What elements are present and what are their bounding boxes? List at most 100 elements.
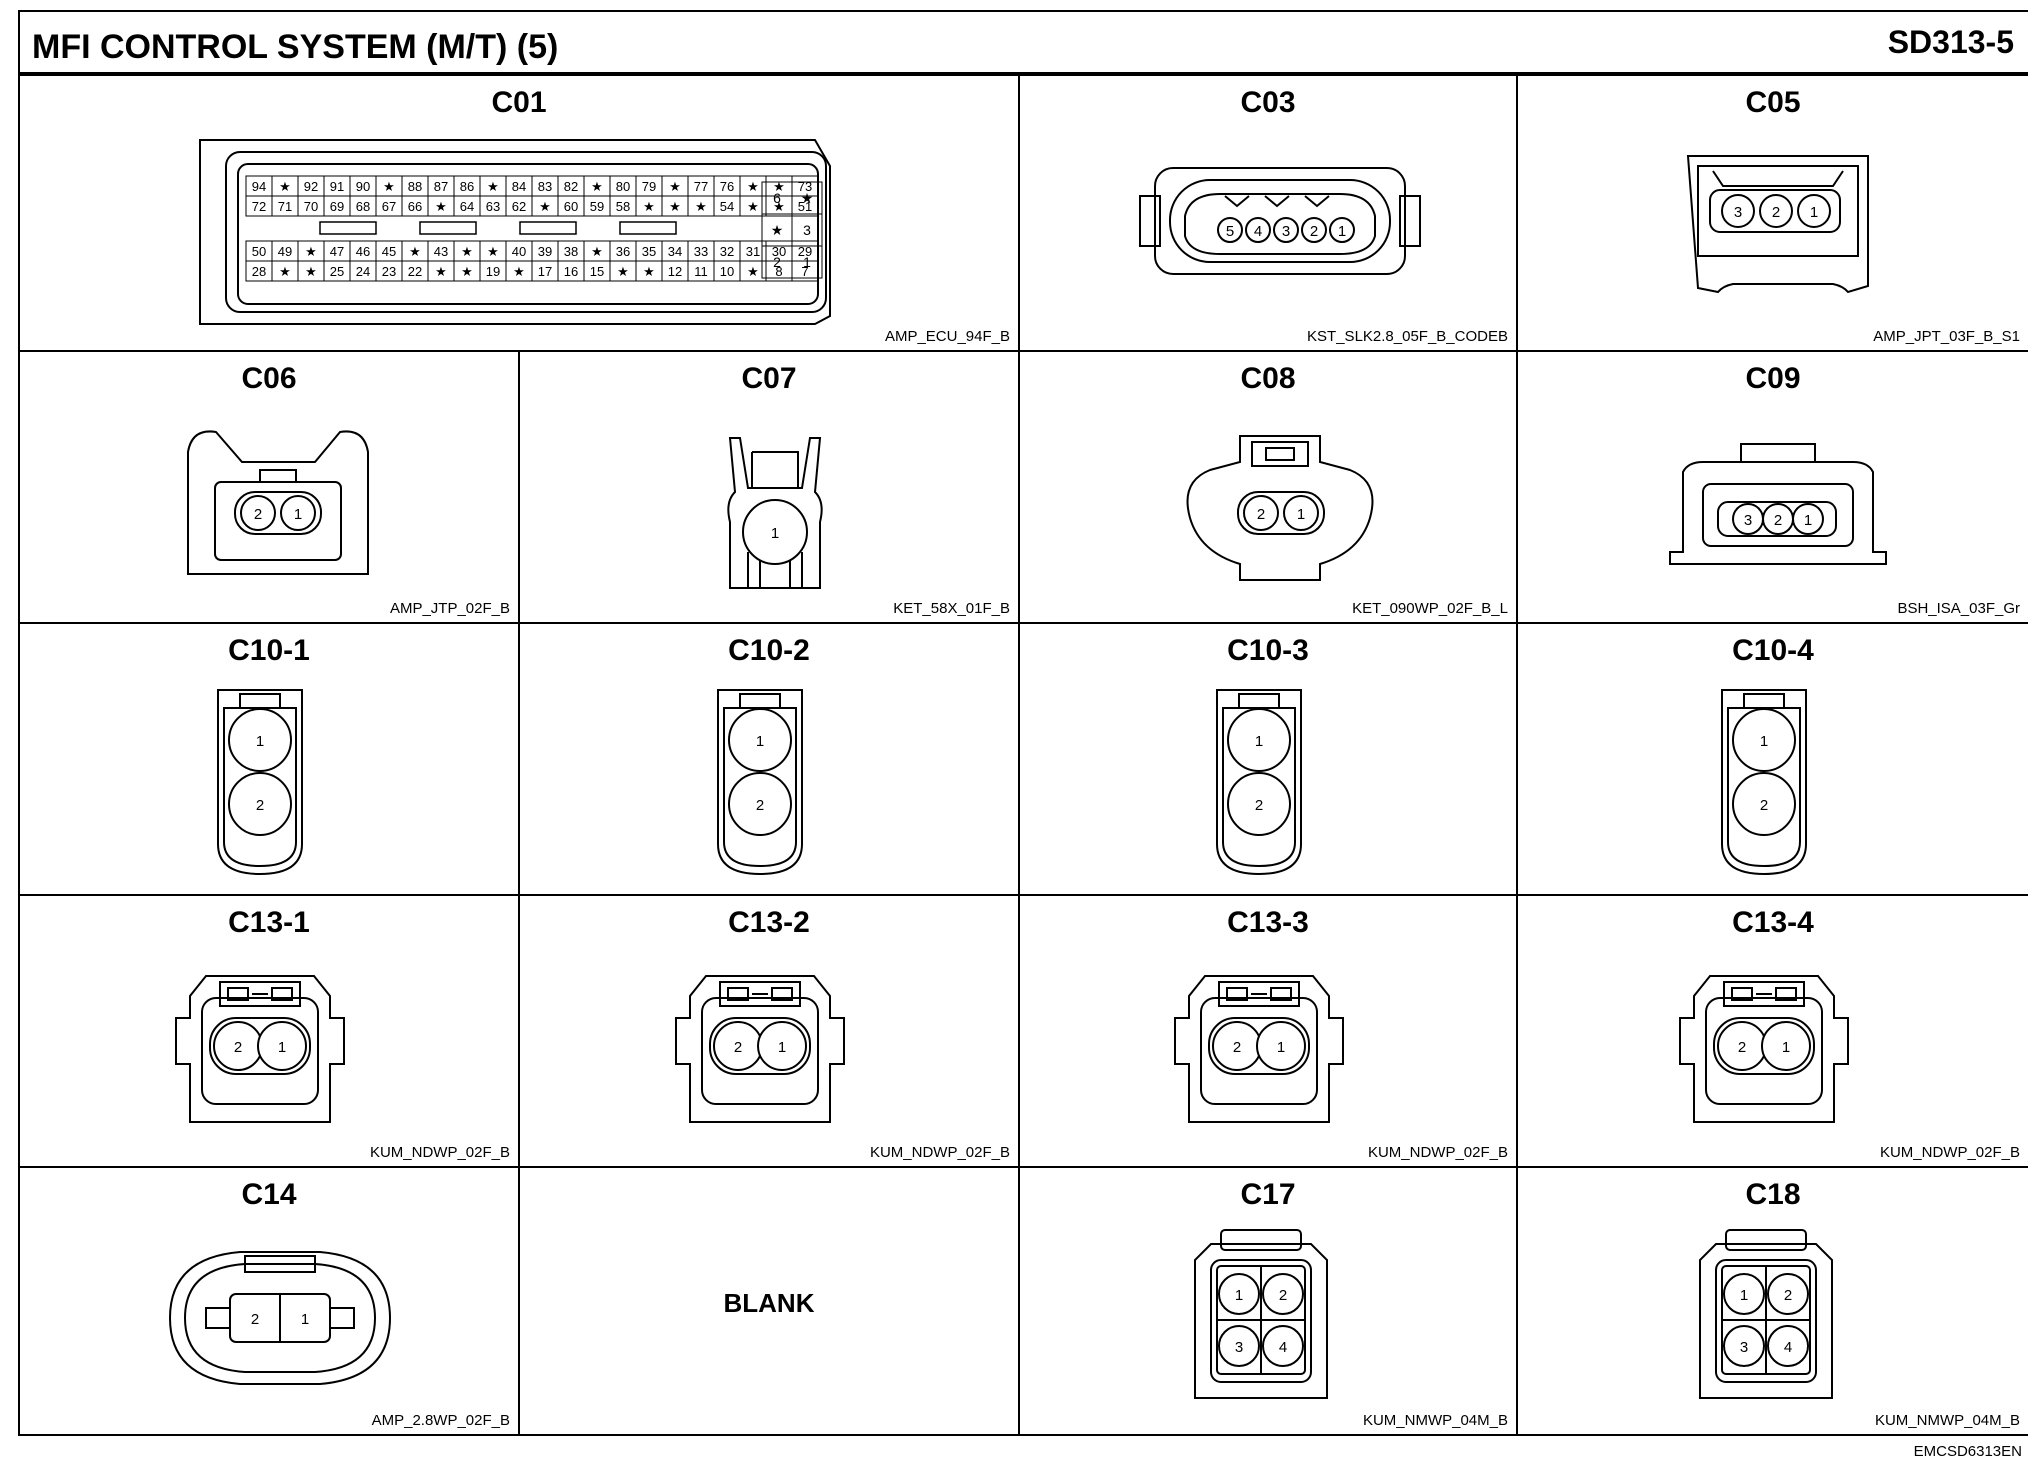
part-number: KUM_NDWP_02F_B: [369, 1144, 510, 1161]
connector-label: C07: [741, 362, 797, 395]
pin-label: 2: [1774, 512, 1782, 529]
connector-label: C13-1: [228, 906, 310, 939]
connector-label: C10-3: [1227, 634, 1309, 667]
pin-label: 17: [538, 264, 552, 279]
connector-label: C10-4: [1732, 634, 1814, 667]
connector-c10-1-drawing: 12: [217, 689, 303, 876]
pin-label: 92: [304, 179, 318, 194]
connector-c10-3-drawing: 12: [1216, 689, 1302, 876]
pin-label: 86: [460, 179, 474, 194]
pin-label: 88: [408, 179, 422, 194]
connector-c09-drawing: 3 2 1: [1669, 443, 1887, 565]
pin-label: ★: [591, 179, 603, 194]
pin-label: ★: [643, 264, 655, 279]
pin-label: ★: [461, 264, 473, 279]
pin-label: 4: [1279, 1339, 1287, 1356]
pin-label: 46: [356, 244, 370, 259]
pin-label: 59: [590, 199, 604, 214]
pin-label: 47: [330, 244, 344, 259]
pin-label: 1: [756, 733, 764, 750]
pin-label: 94: [252, 179, 266, 194]
pin-label: 1: [1255, 733, 1263, 750]
pin-label: 3: [1282, 223, 1290, 240]
pin-label: 64: [460, 199, 474, 214]
connector-label: C01: [491, 86, 547, 119]
pin-label: 15: [590, 264, 604, 279]
pin-label: 2: [1255, 797, 1263, 814]
pin-label: ★: [773, 199, 785, 214]
page-title: MFI CONTROL SYSTEM (M/T) (5): [32, 28, 559, 66]
connector-label: C14: [241, 1178, 297, 1211]
pin-label: 12: [668, 264, 682, 279]
connector-label: C13-3: [1227, 906, 1309, 939]
pin-label: ★: [643, 199, 655, 214]
pin-label: 2: [234, 1039, 242, 1056]
pin-label: 71: [278, 199, 292, 214]
part-number: KUM_NMWP_04M_B: [1362, 1412, 1508, 1429]
pin-label: 66: [408, 199, 422, 214]
part-number: KUM_NDWP_02F_B: [1367, 1144, 1508, 1161]
header: MFI CONTROL SYSTEM (M/T) (5) SD313-5: [20, 12, 2028, 76]
pin-label: ★: [801, 190, 814, 206]
part-number: KET_58X_01F_B: [893, 600, 1010, 617]
pin-label: 4: [1254, 223, 1262, 240]
pin-label: ★: [487, 244, 499, 259]
pin-label: 1: [1804, 512, 1812, 529]
pin-label: 33: [694, 244, 708, 259]
pin-label: 24: [356, 264, 370, 279]
pin-label: 2: [773, 254, 781, 270]
pin-label: 63: [486, 199, 500, 214]
pin-label: 2: [1738, 1039, 1746, 1056]
pin-label: 16: [564, 264, 578, 279]
pin-label: 76: [720, 179, 734, 194]
pin-label: 35: [642, 244, 656, 259]
pin-label: 1: [1810, 204, 1818, 221]
connector-label: C10-1: [228, 634, 310, 667]
pin-label: ★: [539, 199, 551, 214]
document-code: EMCSD6313EN: [1913, 1443, 2022, 1460]
part-number: KST_SLK2.8_05F_B_CODEB: [1307, 328, 1508, 345]
part-number: AMP_2.8WP_02F_B: [371, 1412, 510, 1429]
pin-label: 79: [642, 179, 656, 194]
connector-label: C06: [241, 362, 297, 395]
pin-label: 25: [330, 264, 344, 279]
pin-label: 54: [720, 199, 734, 214]
connector-c06-drawing: 2 1: [187, 430, 369, 575]
pin-label: 49: [278, 244, 292, 259]
cell-c05: C05 3 2 1 AMP_JPT_03F_B_S1: [1518, 76, 2028, 352]
connector-c14-drawing: 2 1: [168, 1251, 392, 1385]
pin-label: 82: [564, 179, 578, 194]
pin-label: 83: [538, 179, 552, 194]
pin-label: 23: [382, 264, 396, 279]
pin-label: ★: [435, 199, 447, 214]
pin-label: 50: [252, 244, 266, 259]
pin-label: ★: [617, 264, 629, 279]
pin-label: ★: [771, 222, 784, 238]
pin-label: 1: [1782, 1039, 1790, 1056]
cell-c07: C07 1 KET_58X_01F_B: [520, 352, 1020, 624]
pin-label: 2: [734, 1039, 742, 1056]
connector-label: C03: [1240, 86, 1296, 119]
pin-label: 2: [1310, 223, 1318, 240]
pin-label: ★: [747, 264, 759, 279]
connector-label: C08: [1240, 362, 1296, 395]
pin-label: 1: [1235, 1287, 1243, 1304]
pin-label: ★: [383, 179, 395, 194]
pin-label: 70: [304, 199, 318, 214]
diagram-sheet: MFI CONTROL SYSTEM (M/T) (5) SD313-5 C01…: [18, 10, 2028, 1436]
pin-label: 1: [1760, 733, 1768, 750]
part-number: BSH_ISA_03F_Gr: [1897, 600, 2020, 617]
pin-label: 67: [382, 199, 396, 214]
connector-label: C05: [1745, 86, 1801, 119]
pin-label: 1: [1297, 506, 1305, 523]
cell-c09: C09 3 2 1 BSH_ISA_03F_Gr: [1518, 352, 2028, 624]
pin-label: 1: [1740, 1287, 1748, 1304]
pin-label: 3: [1734, 204, 1742, 221]
